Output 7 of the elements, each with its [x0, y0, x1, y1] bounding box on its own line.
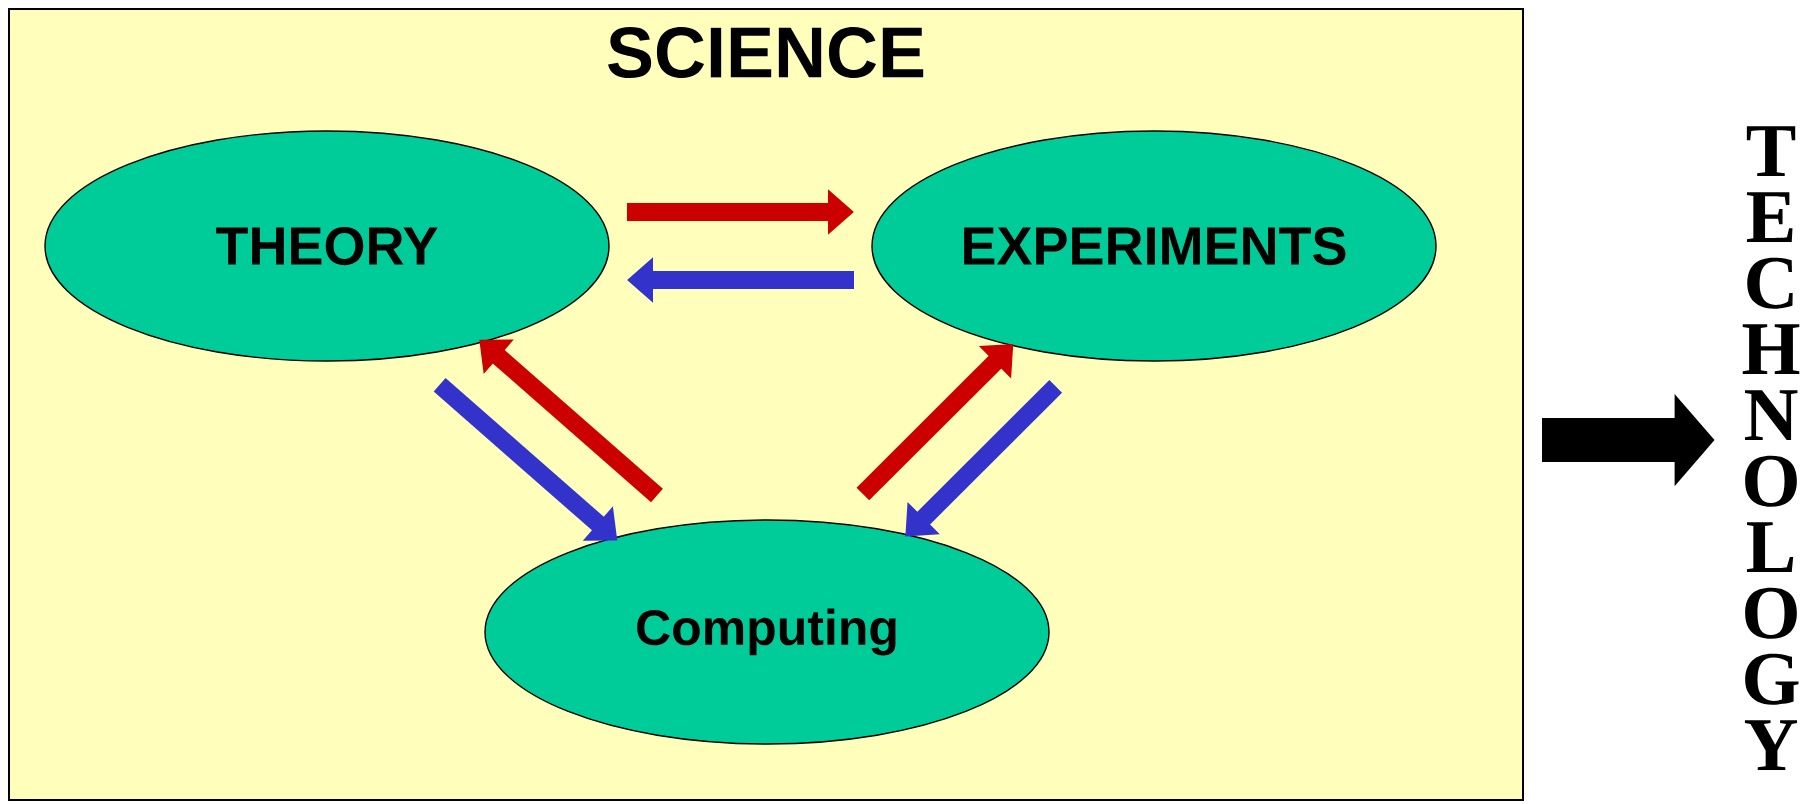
- ellipse-node: EXPERIMENTS: [871, 130, 1437, 362]
- vertical-label: TECHNOLOGY: [1742, 126, 1800, 770]
- ellipse-node: THEORY: [44, 130, 610, 362]
- block-arrow: [856, 344, 1014, 501]
- block-arrow: [905, 380, 1063, 537]
- ellipse-node: Computing: [484, 519, 1050, 745]
- block-arrow: [479, 339, 663, 503]
